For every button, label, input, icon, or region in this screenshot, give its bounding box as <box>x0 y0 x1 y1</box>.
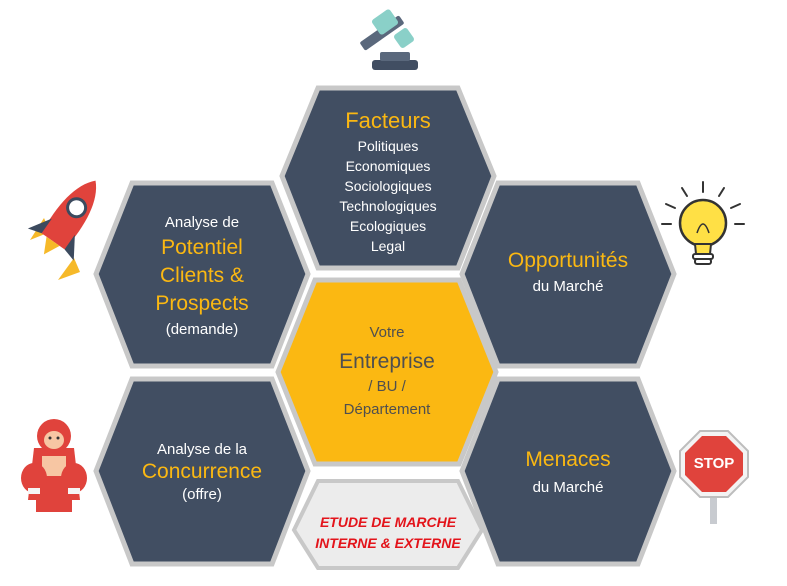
hex-facteurs <box>279 85 497 271</box>
lightbulb-icon <box>661 181 745 265</box>
hex-opportunites <box>459 180 677 369</box>
potentiel-lines: Potentiel Clients & Prospects <box>122 234 282 318</box>
facteur-item: Economiques <box>345 158 431 174</box>
hex-etude <box>291 479 485 570</box>
potentiel-line: Clients & <box>159 264 245 287</box>
etude-line-1: ETUDE DE MARCHE <box>319 514 457 530</box>
rocket-icon <box>27 180 97 280</box>
menaces-sub: du Marché <box>532 479 604 496</box>
boxer-icon <box>21 419 87 512</box>
hex-entreprise <box>275 277 499 467</box>
concurrence-note: (offre) <box>182 486 222 503</box>
stop-sign-icon <box>679 430 749 524</box>
entreprise-bu: / BU / <box>368 378 406 395</box>
stop-sign-text: STOP <box>693 455 735 472</box>
facteurs-list: Politiques Economiques Sociologiques Tec… <box>318 136 458 256</box>
opportunites-sub: du Marché <box>532 278 604 295</box>
hex-potentiel <box>93 180 311 369</box>
etude-line-2: INTERNE & EXTERNE <box>315 535 461 551</box>
entreprise-intro: Votre <box>369 324 405 341</box>
potentiel-note: (demande) <box>165 321 239 338</box>
entreprise-departement: Département <box>343 401 431 418</box>
entreprise-title: Entreprise <box>339 350 435 373</box>
facteur-item: Legal <box>370 238 406 254</box>
facteurs-title: Facteurs <box>345 108 431 133</box>
gavel-icon <box>360 9 418 70</box>
facteur-item: Ecologiques <box>349 218 427 234</box>
facteur-item: Technologiques <box>339 198 437 214</box>
potentiel-line: Potentiel <box>161 236 243 259</box>
facteur-item: Sociologiques <box>344 178 432 194</box>
hex-menaces <box>459 376 677 567</box>
concurrence-title: Concurrence <box>141 460 263 483</box>
opportunites-title: Opportunités <box>507 249 629 272</box>
potentiel-intro: Analyse de <box>164 214 240 231</box>
concurrence-intro: Analyse de la <box>156 441 248 458</box>
hex-concurrence <box>93 376 311 567</box>
potentiel-line: Prospects <box>155 292 249 315</box>
etude-label: ETUDE DE MARCHE INTERNE & EXTERNE <box>298 512 478 554</box>
facteur-item: Politiques <box>357 138 419 154</box>
menaces-title: Menaces <box>525 448 611 471</box>
